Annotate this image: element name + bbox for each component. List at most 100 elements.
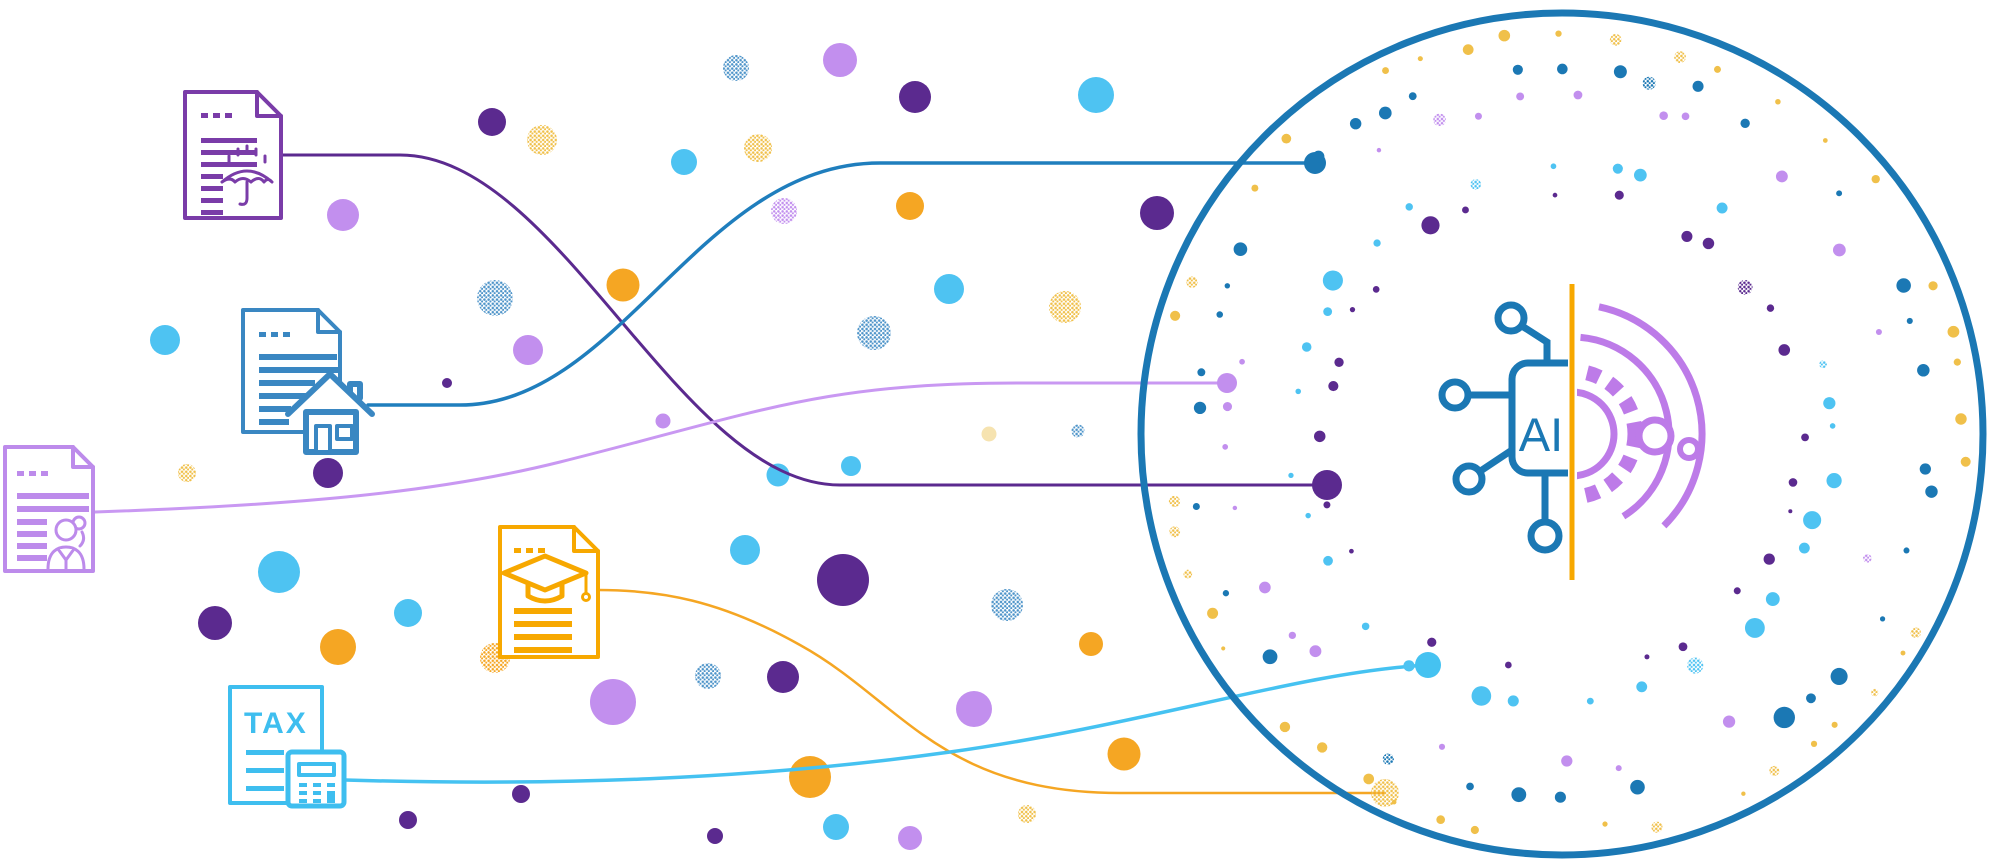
ai-chip-icon: AI (1438, 284, 1706, 580)
ring-dot (1281, 133, 1292, 144)
ring-dot (1716, 202, 1728, 214)
ring-dot (1505, 661, 1512, 669)
ring-dot (1372, 286, 1380, 293)
ring-dot (1262, 649, 1278, 665)
ring-dot (1417, 56, 1423, 62)
ring-dot (1928, 281, 1938, 291)
ring-dot (1678, 642, 1688, 652)
scatter-dot (991, 589, 1023, 621)
ring-dot (1232, 505, 1238, 511)
ring-dot (1875, 328, 1882, 336)
ring-dot (1636, 681, 1648, 693)
education-line (596, 588, 1387, 795)
ring-dot (1737, 279, 1753, 295)
ring-dot (1239, 358, 1245, 365)
graduation-cap-icon (501, 553, 591, 604)
ring-dot (1470, 825, 1479, 835)
ring-dot (1507, 695, 1519, 707)
ring-dot (1224, 283, 1231, 289)
ring-dot (1382, 753, 1394, 765)
scatter-dot (512, 785, 530, 803)
ring-dot (1408, 92, 1417, 101)
insurance-line (279, 153, 1329, 487)
ring-dot (1651, 821, 1663, 833)
circuit-node-icon (1452, 462, 1486, 496)
ring-dot (1186, 276, 1198, 288)
scatter-dot (671, 149, 697, 175)
ring-dot (1233, 242, 1248, 257)
ring-dot (1830, 667, 1848, 686)
scatter-dot (767, 661, 799, 693)
ring-dot (1391, 799, 1397, 805)
ring-dot (1659, 111, 1668, 120)
ring-dot (1810, 740, 1818, 747)
scatter-dot (655, 413, 671, 429)
ring-dot (1466, 782, 1474, 791)
ring-dot (1312, 150, 1325, 163)
umbrella-icon (220, 144, 274, 206)
scatter-dot (1079, 632, 1103, 656)
scatter-dot (771, 198, 797, 224)
scatter-dot (730, 535, 760, 565)
ring-dot (1879, 616, 1886, 622)
ring-dot (1561, 755, 1573, 767)
ring-dot (1713, 65, 1721, 73)
education-document-icon (498, 525, 600, 659)
ring-dot (1222, 590, 1230, 597)
ring-dot (1822, 138, 1828, 143)
circuit-node-icon (1494, 301, 1528, 335)
ring-dot (1221, 646, 1226, 651)
ring-dot (1183, 569, 1193, 579)
person-icon (46, 515, 87, 571)
ring-dot (1819, 360, 1827, 369)
ring-dot (1471, 686, 1492, 706)
ring-dot (1328, 380, 1339, 392)
ring-dot (1222, 402, 1233, 412)
ring-dot (1801, 433, 1809, 442)
scatter-dot (1071, 424, 1085, 438)
ring-dot (1316, 742, 1328, 753)
ring-dot (1798, 542, 1810, 554)
scatter-dot (956, 691, 992, 727)
ring-dot (1919, 463, 1931, 475)
ring-dot (1573, 90, 1583, 100)
ring-dot (1773, 706, 1795, 729)
ring-dot (1953, 358, 1961, 366)
scatter-dot (399, 811, 417, 829)
scatter-dot (606, 268, 640, 302)
education-line-end-dot (1371, 779, 1399, 807)
ring-dot (1741, 791, 1746, 796)
ring-dot (1309, 645, 1322, 658)
scatter-dot (934, 274, 964, 304)
circuit-node-icon (1677, 437, 1701, 461)
ring-dot (1615, 765, 1622, 772)
ring-dot (1633, 168, 1647, 182)
ring-dot (1960, 456, 1971, 467)
ring-dot (1896, 278, 1911, 293)
ring-dot (1382, 67, 1389, 75)
ring-dot (1516, 92, 1525, 101)
ring-dot (1823, 397, 1836, 410)
home-document-icon (241, 308, 375, 455)
ring-dot (1288, 472, 1294, 479)
ring-dot (1871, 174, 1880, 184)
tax-line (343, 663, 1430, 784)
ring-dot (1862, 553, 1872, 563)
scatter-dot (1078, 77, 1114, 113)
ai-label: AI (1519, 408, 1563, 461)
ring-dot (1870, 688, 1879, 697)
ring-dot (1376, 147, 1382, 153)
tax-line-end-dot (1415, 652, 1441, 678)
ring-dot (1910, 627, 1922, 638)
ring-dot (1788, 478, 1798, 487)
ring-dot (1314, 473, 1327, 487)
scatter-dot (313, 458, 343, 488)
ring-dot (1681, 230, 1693, 242)
scatter-dot (817, 554, 869, 606)
insurance-line-end-dot (1312, 470, 1342, 500)
scatter-dot (320, 629, 356, 665)
ring-dot (1511, 787, 1527, 803)
ring-dot (1192, 503, 1200, 511)
ring-dot (1955, 413, 1967, 425)
